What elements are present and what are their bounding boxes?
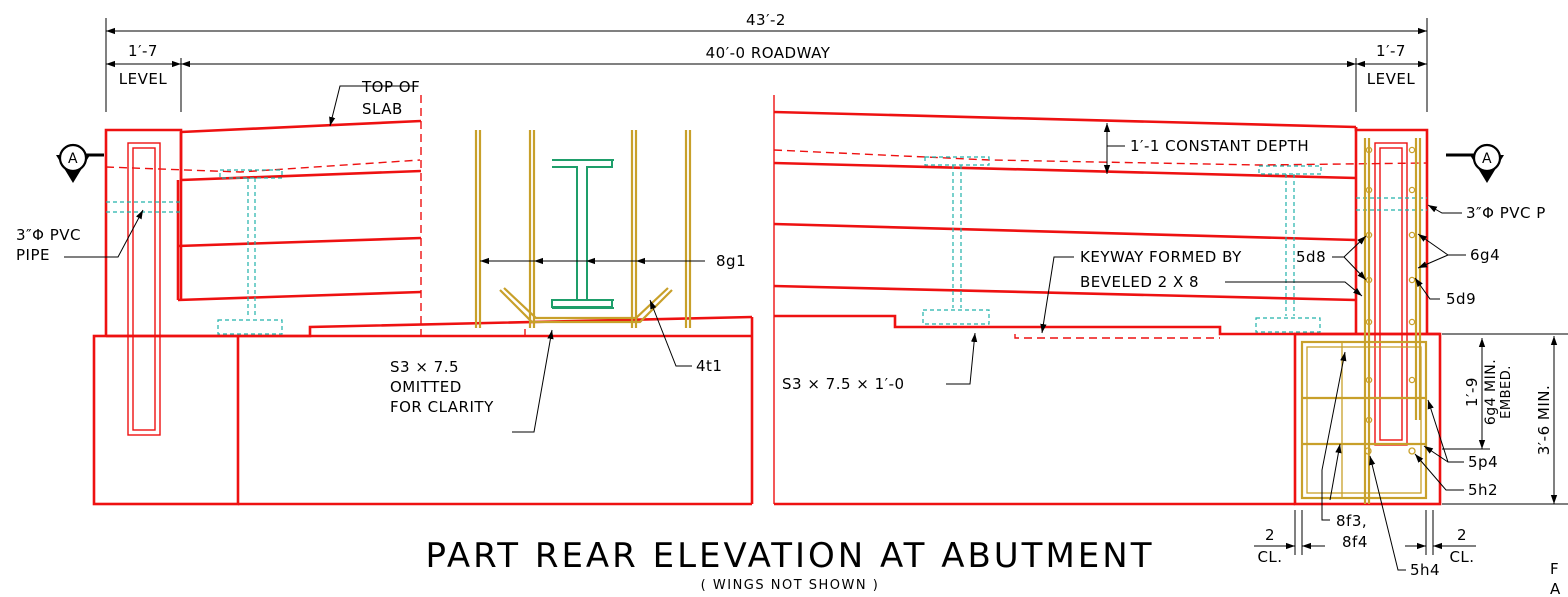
right-level-label: LEVEL bbox=[1367, 70, 1416, 88]
bar-5h2-leader bbox=[1414, 453, 1464, 491]
right-rebar-dots bbox=[1364, 146, 1416, 455]
girder-left bbox=[106, 169, 283, 335]
pvc-right-leader bbox=[1427, 204, 1462, 214]
constant-depth-dimension bbox=[1103, 123, 1125, 174]
keyway-leader bbox=[1040, 256, 1074, 334]
top-of-slab-leader bbox=[329, 85, 416, 127]
bar-5d9-label: 5d9 bbox=[1446, 290, 1476, 308]
bar-6g4-label: 6g4 bbox=[1470, 246, 1500, 264]
edge-text-1: F bbox=[1550, 560, 1559, 578]
embed-dim-label-1: 6g4 MIN. bbox=[1483, 359, 1499, 425]
section-mark-right-letter: A bbox=[1482, 151, 1492, 167]
bar-6g4-leader-b bbox=[1417, 254, 1449, 269]
roadway-dimension: 40′-0 ROADWAY bbox=[706, 44, 831, 62]
embed-dim-label-2: EMBED. bbox=[1499, 365, 1514, 419]
min-depth-label: 3′-6 MIN. bbox=[1535, 385, 1553, 456]
edge-text-2: A bbox=[1550, 580, 1561, 597]
bar-8f3-label: 8f3, bbox=[1336, 512, 1367, 530]
overall-dimension: 43′-2 bbox=[746, 11, 786, 29]
bar-5p4-leader-b bbox=[1423, 445, 1449, 463]
drawing-subtitle: ( WINGS NOT SHOWN ) bbox=[701, 578, 880, 593]
pvc-right-label: 3″Φ PVC P bbox=[1466, 204, 1546, 222]
s3-omitted-line-3: FOR CLARITY bbox=[390, 398, 494, 416]
cl-left-dim: 2 bbox=[1265, 526, 1275, 544]
bar-5h2-label: 5h2 bbox=[1468, 481, 1498, 499]
keyway-leader-2 bbox=[1225, 281, 1363, 297]
constant-depth-label: 1′-1 CONSTANT DEPTH bbox=[1130, 137, 1309, 155]
right-concrete-outline bbox=[773, 110, 1442, 506]
pvc-left-line-2: PIPE bbox=[16, 246, 50, 264]
s3-omitted-leader bbox=[512, 329, 554, 433]
bar-5d9-leader bbox=[1414, 277, 1440, 300]
section-mark-right bbox=[1446, 143, 1504, 183]
bar-8f3-leader-b bbox=[1329, 443, 1342, 501]
dimension-lines bbox=[105, 18, 1428, 112]
keyway-line-1: KEYWAY FORMED BY bbox=[1080, 248, 1242, 266]
left-concrete-outline bbox=[92, 95, 754, 506]
top-of-slab-line-1: TOP OF bbox=[361, 78, 420, 96]
right-rebar bbox=[1300, 138, 1428, 504]
bar-8f4-label: 8f4 bbox=[1342, 533, 1368, 551]
section-mark-left bbox=[56, 143, 104, 183]
cl-right-label: CL. bbox=[1449, 548, 1474, 566]
center-rebar-cage bbox=[474, 130, 692, 328]
keyway-line-2: BEVELED 2 X 8 bbox=[1080, 273, 1199, 291]
bar-8f3-leader bbox=[1321, 351, 1347, 521]
bar-6g4-leader bbox=[1417, 233, 1466, 256]
bar-5d8-label: 5d8 bbox=[1296, 248, 1326, 266]
pvc-left-leader bbox=[64, 209, 144, 258]
bar-5h4-leader bbox=[1369, 455, 1406, 571]
bar-5p4-label: 5p4 bbox=[1468, 453, 1498, 471]
cl-right-dim: 2 bbox=[1457, 526, 1467, 544]
left-level-label: LEVEL bbox=[119, 70, 168, 88]
embed-dimension bbox=[1442, 333, 1568, 505]
drawing-title: PART REAR ELEVATION AT ABUTMENT bbox=[426, 536, 1155, 576]
bar-4t1-label: 4t1 bbox=[696, 357, 722, 375]
bar-5d8-leader-b bbox=[1343, 256, 1367, 281]
center-steel-section bbox=[551, 159, 614, 309]
s3-length-label: S3 × 7.5 × 1′-0 bbox=[782, 375, 905, 393]
right-level-dimension: 1′-7 bbox=[1376, 42, 1406, 60]
girder-right-1 bbox=[922, 156, 990, 325]
top-of-slab-line-2: SLAB bbox=[362, 100, 403, 118]
embed-dim-value: 1′-9 bbox=[1463, 377, 1481, 407]
section-mark-left-letter: A bbox=[68, 151, 78, 167]
bar-4t1-leader bbox=[649, 299, 692, 367]
s3-omitted-line-1: S3 × 7.5 bbox=[390, 358, 459, 376]
cl-left-label: CL. bbox=[1257, 548, 1282, 566]
bar-5h4-label: 5h4 bbox=[1410, 561, 1440, 579]
left-level-dimension: 1′-7 bbox=[128, 42, 158, 60]
pvc-left-line-1: 3″Φ PVC bbox=[16, 226, 81, 244]
s3-length-leader bbox=[946, 332, 978, 385]
cl-dimensions bbox=[1254, 510, 1476, 555]
s3-omitted-line-2: OMITTED bbox=[390, 378, 462, 396]
bar-8g1-label: 8g1 bbox=[716, 252, 746, 270]
